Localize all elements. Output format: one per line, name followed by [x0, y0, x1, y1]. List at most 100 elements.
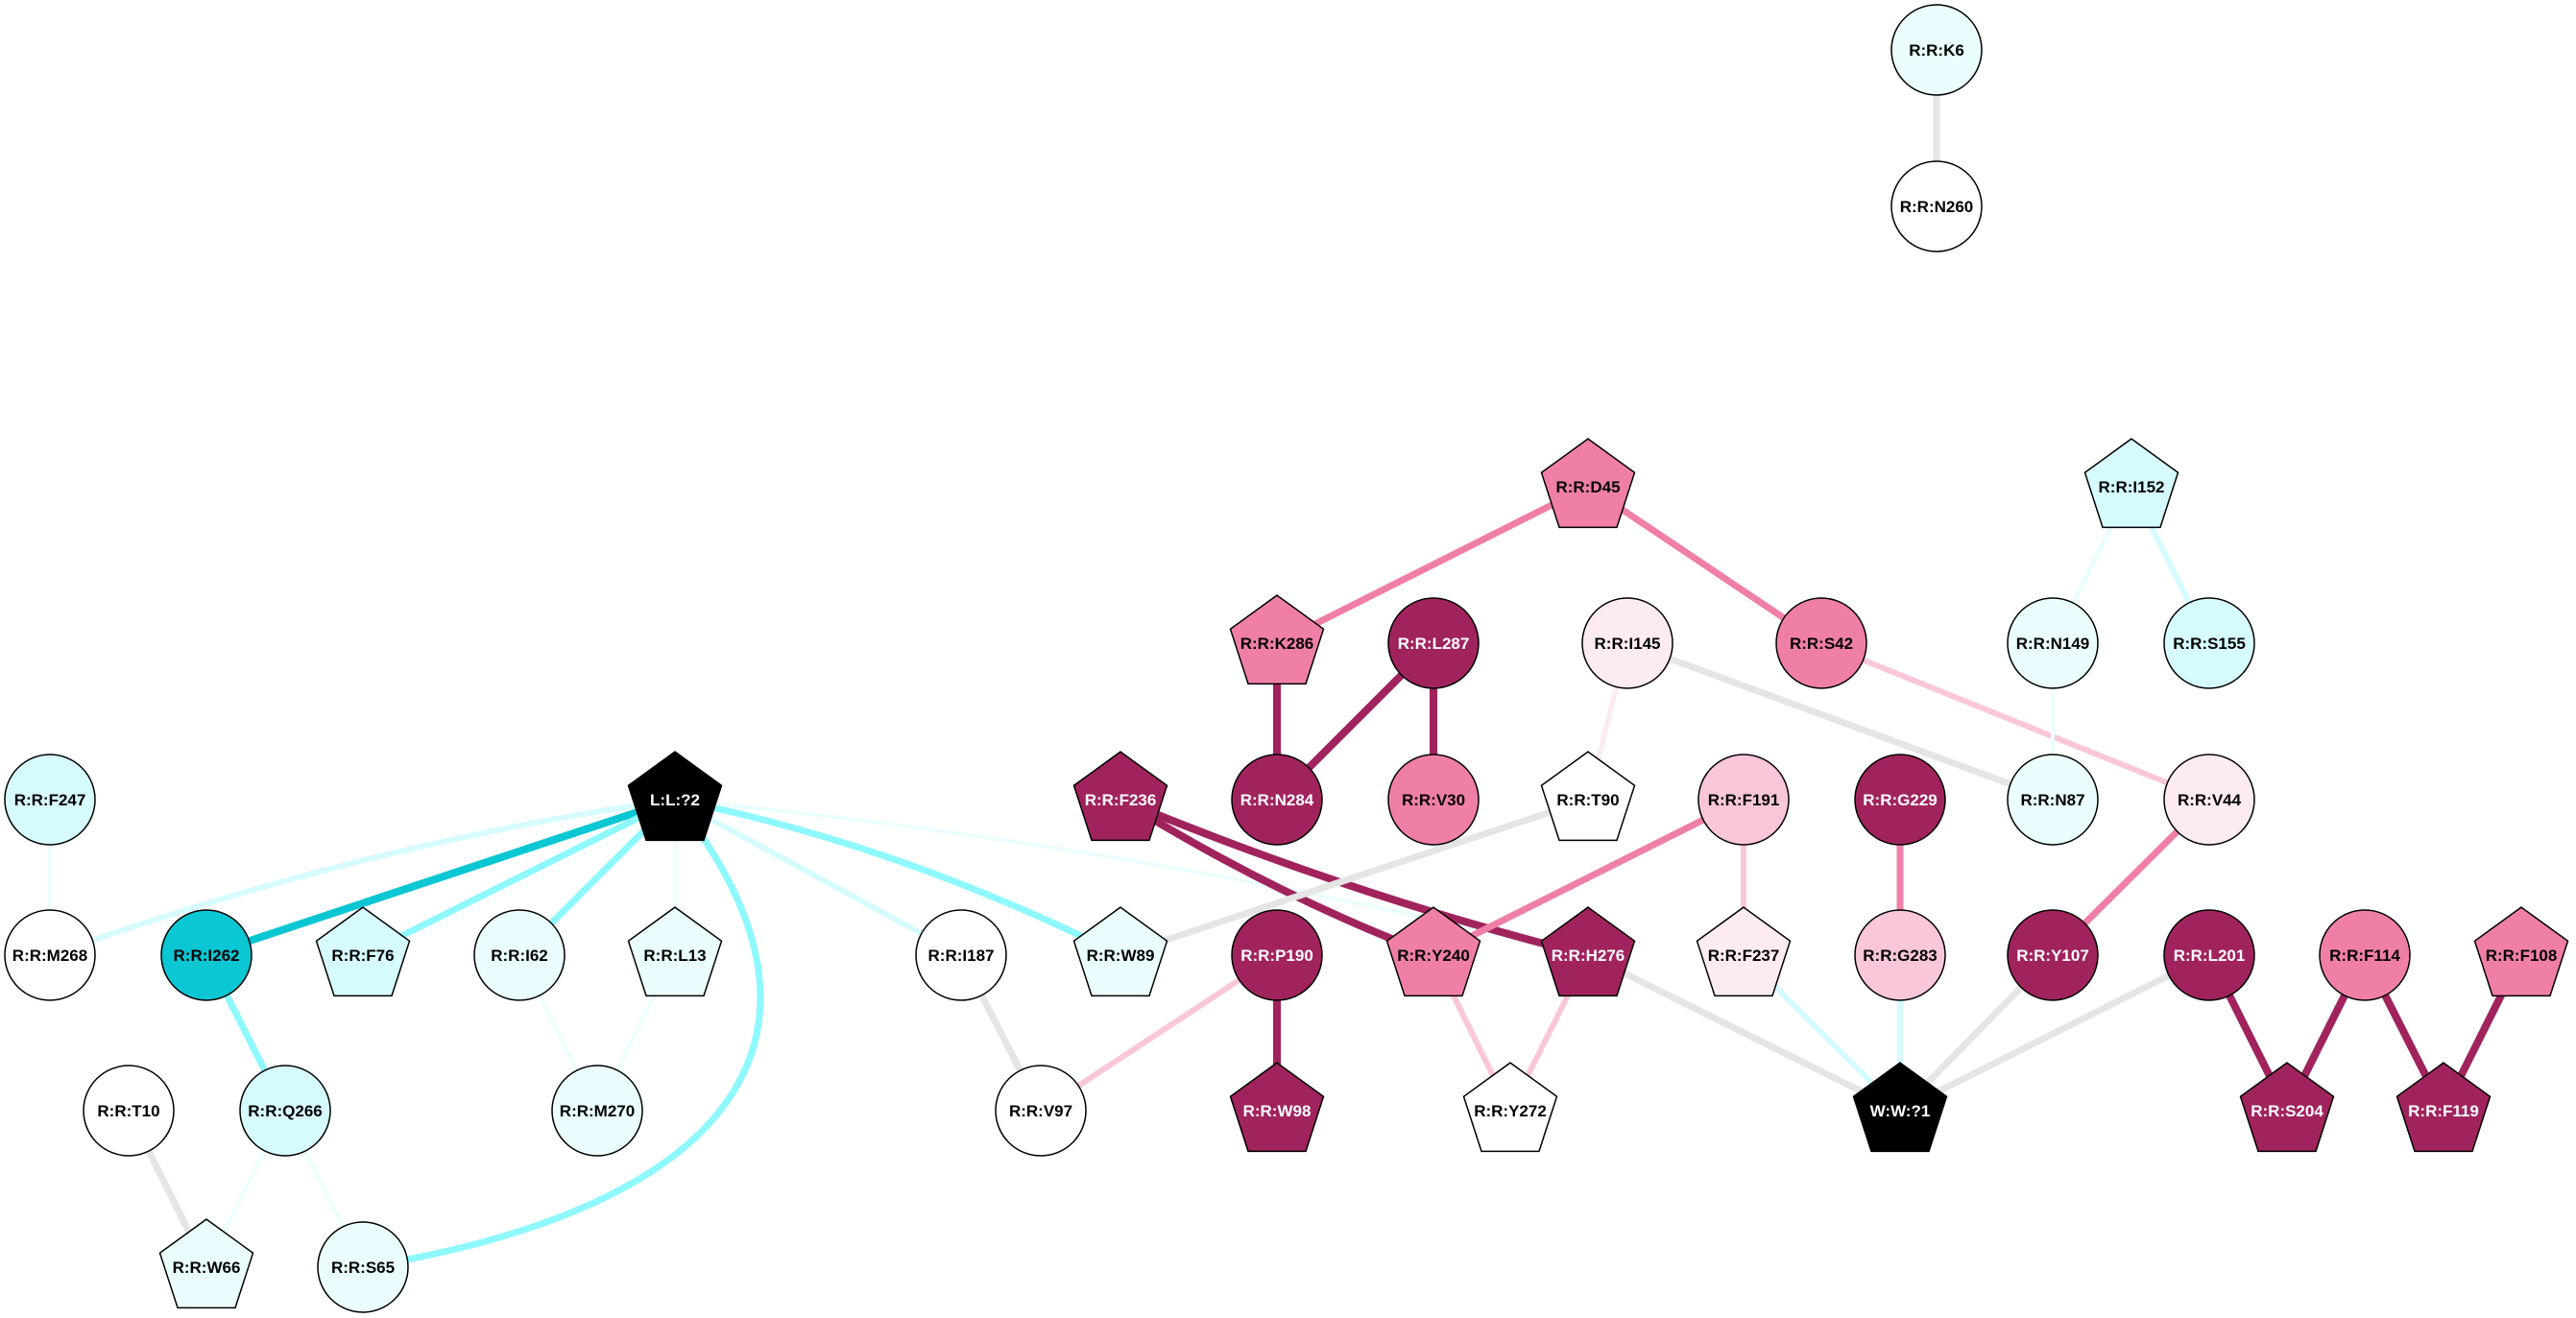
node-pentagon	[2473, 906, 2569, 997]
node-f247[interactable]: R:R:F247	[4, 754, 96, 846]
node-d45[interactable]: R:R:D45	[1540, 438, 1636, 529]
node-s204[interactable]: R:R:S204	[2239, 1062, 2335, 1153]
node-label: R:R:F76	[331, 947, 394, 965]
node-n149[interactable]: R:R:N149	[2007, 597, 2099, 689]
node-g283[interactable]: R:R:G283	[1854, 909, 1946, 1001]
node-label: R:R:I62	[491, 947, 548, 965]
node-w89[interactable]: R:R:W89	[1072, 906, 1168, 997]
node-label: R:R:L287	[1398, 635, 1470, 653]
node-pentagon	[1696, 906, 1792, 997]
node-circle	[2007, 597, 2099, 689]
node-label: R:R:I262	[174, 947, 240, 965]
node-circle	[1387, 597, 1480, 689]
node-label: R:R:W89	[1087, 947, 1155, 965]
node-w1[interactable]: W:W:?1	[1852, 1062, 1948, 1153]
node-circle	[1890, 4, 1983, 96]
node-circle	[4, 909, 96, 1001]
node-circle	[2163, 754, 2255, 846]
node-t90[interactable]: R:R:T90	[1540, 751, 1636, 842]
node-w98[interactable]: R:R:W98	[1229, 1062, 1325, 1153]
node-f236[interactable]: R:R:F236	[1072, 751, 1168, 842]
node-k286[interactable]: R:R:K286	[1229, 594, 1325, 685]
node-circle	[239, 1065, 331, 1157]
node-p190[interactable]: R:R:P190	[1231, 909, 1323, 1001]
node-circle	[1387, 754, 1480, 846]
node-label: R:R:P190	[1240, 947, 1313, 965]
node-label: R:R:F191	[1708, 791, 1780, 809]
node-i187[interactable]: R:R:I187	[915, 909, 1007, 1001]
node-circle	[1854, 909, 1946, 1001]
node-pentagon	[2239, 1062, 2335, 1153]
node-i152[interactable]: R:R:I152	[2083, 438, 2179, 529]
node-v44[interactable]: R:R:V44	[2163, 754, 2255, 846]
node-f76[interactable]: R:R:F76	[315, 906, 411, 997]
node-pentagon	[627, 751, 723, 842]
node-pentagon	[1072, 751, 1168, 842]
edge-l2-w89	[671, 796, 1124, 959]
node-circle	[1890, 160, 1983, 252]
node-s65[interactable]: R:R:S65	[317, 1221, 409, 1313]
node-f114[interactable]: R:R:F114	[2319, 909, 2411, 1001]
node-label: R:R:M268	[12, 947, 87, 965]
node-y272[interactable]: R:R:Y272	[1462, 1062, 1558, 1153]
node-m270[interactable]: R:R:M270	[551, 1065, 643, 1157]
node-i145[interactable]: R:R:I145	[1581, 597, 1673, 689]
node-label: R:R:M270	[560, 1102, 635, 1120]
node-f191[interactable]: R:R:F191	[1697, 754, 1790, 846]
node-label: R:R:G283	[1863, 947, 1937, 965]
node-pentagon	[2083, 438, 2179, 529]
node-f237[interactable]: R:R:F237	[1696, 906, 1792, 997]
node-i262[interactable]: R:R:I262	[160, 909, 253, 1001]
node-g229[interactable]: R:R:G229	[1854, 754, 1946, 846]
node-k6[interactable]: R:R:K6	[1890, 4, 1983, 96]
node-circle	[1775, 597, 1867, 689]
node-pentagon	[1852, 1062, 1948, 1153]
node-label: W:W:?1	[1870, 1102, 1931, 1120]
node-circle	[4, 754, 96, 846]
node-circle	[160, 909, 253, 1001]
edge-d45-s42	[1584, 483, 1825, 647]
node-label: R:R:Y107	[2016, 947, 2089, 965]
node-pentagon	[1385, 906, 1481, 997]
node-l2[interactable]: L:L:?2	[627, 751, 723, 842]
node-q266[interactable]: R:R:Q266	[239, 1065, 331, 1157]
node-label: R:R:F236	[1085, 791, 1157, 809]
node-label: R:R:W98	[1243, 1102, 1312, 1120]
node-f119[interactable]: R:R:F119	[2395, 1062, 2492, 1153]
edge-l2-f76	[359, 796, 679, 959]
node-pentagon	[1229, 594, 1325, 685]
node-f108[interactable]: R:R:F108	[2473, 906, 2569, 997]
node-label: R:R:G229	[1863, 791, 1937, 809]
edge-l2-s65	[359, 796, 764, 1271]
node-pentagon	[1540, 438, 1636, 529]
node-n284[interactable]: R:R:N284	[1231, 754, 1323, 846]
node-circle	[2163, 597, 2255, 689]
node-circle	[995, 1065, 1087, 1157]
node-s155[interactable]: R:R:S155	[2163, 597, 2255, 689]
node-label: R:R:F108	[2486, 947, 2558, 965]
node-y107[interactable]: R:R:Y107	[2007, 909, 2099, 1001]
node-s42[interactable]: R:R:S42	[1775, 597, 1867, 689]
node-w66[interactable]: R:R:W66	[158, 1218, 254, 1309]
node-t10[interactable]: R:R:T10	[83, 1065, 175, 1157]
node-n260[interactable]: R:R:N260	[1890, 160, 1983, 252]
node-y240[interactable]: R:R:Y240	[1385, 906, 1481, 997]
node-l287[interactable]: R:R:L287	[1387, 597, 1480, 689]
node-label: R:R:K286	[1240, 635, 1314, 653]
node-pentagon	[2395, 1062, 2492, 1153]
node-v97[interactable]: R:R:V97	[995, 1065, 1087, 1157]
node-label: R:R:S65	[331, 1258, 395, 1277]
node-m268[interactable]: R:R:M268	[4, 909, 96, 1001]
node-label: R:R:Q266	[248, 1102, 322, 1120]
node-n87[interactable]: R:R:N87	[2007, 754, 2099, 846]
node-v30[interactable]: R:R:V30	[1387, 754, 1480, 846]
node-h276[interactable]: R:R:H276	[1540, 906, 1636, 997]
node-circle	[317, 1221, 409, 1313]
node-i62[interactable]: R:R:I62	[473, 909, 566, 1001]
node-pentagon	[315, 906, 411, 997]
node-l13[interactable]: R:R:L13	[627, 906, 723, 997]
edge-l2-m268	[47, 797, 678, 958]
node-l201[interactable]: R:R:L201	[2163, 909, 2255, 1001]
node-pentagon	[1540, 751, 1636, 842]
